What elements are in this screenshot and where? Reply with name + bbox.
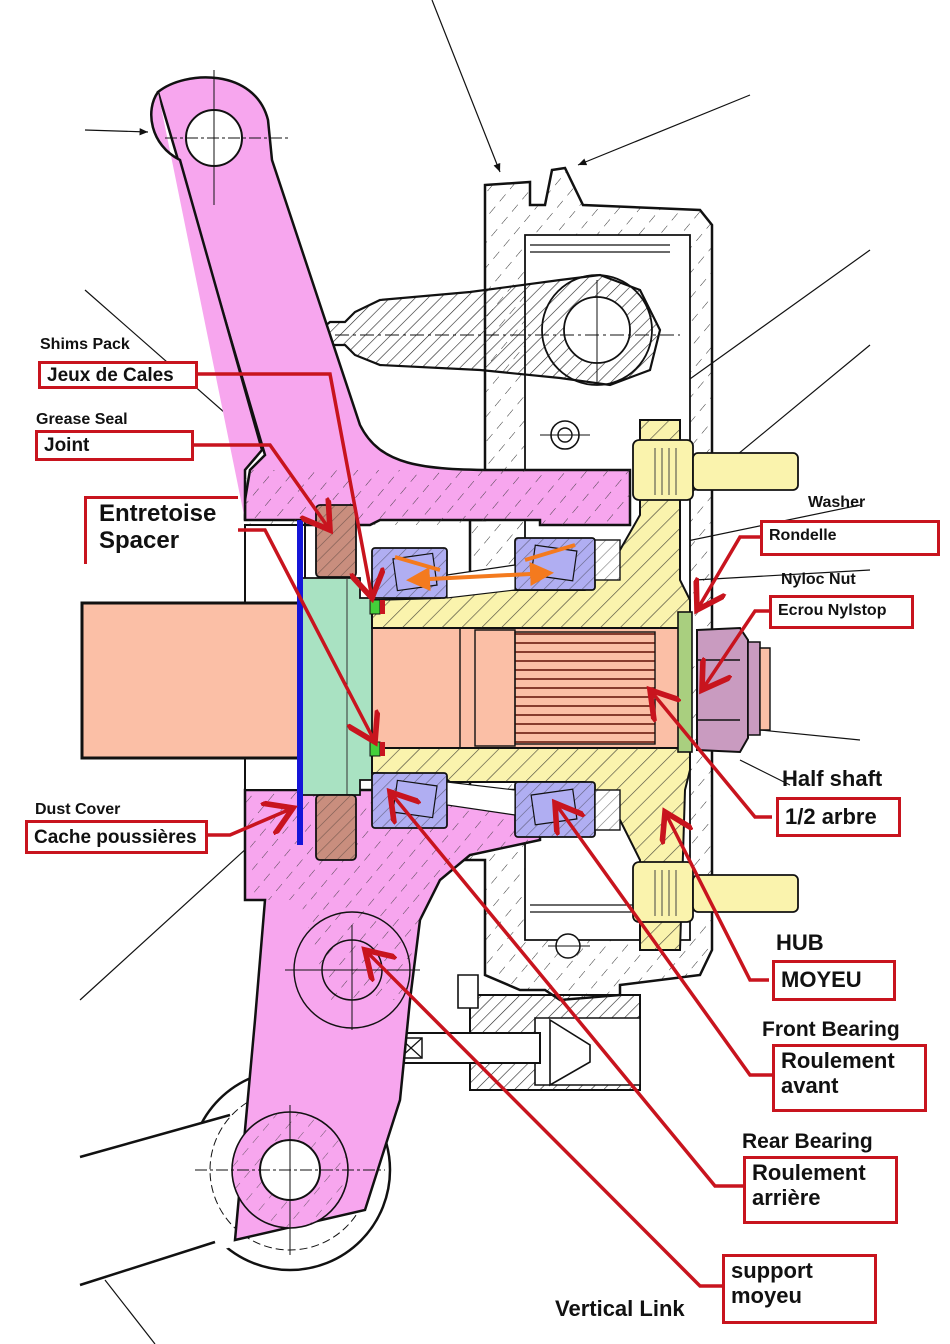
leader-front-bearing	[555, 803, 776, 1077]
leader-grease-seal	[193, 443, 330, 530]
nylstop-nut	[696, 626, 771, 754]
leader-vertical-link	[365, 950, 723, 1288]
label-grease-seal-fr: Joint	[35, 430, 194, 461]
brake-lower-adjuster	[394, 933, 641, 1091]
leader-half-shaft	[650, 690, 772, 819]
leader-hub	[665, 812, 769, 982]
label-shims-fr: Jeux de Cales	[38, 361, 198, 389]
label-front-bearing-fr-line2: avant	[781, 1072, 839, 1098]
label-rear-bearing-en: Rear Bearing	[742, 1130, 873, 1153]
leader-nylstop	[702, 609, 771, 690]
leader-shims	[197, 372, 372, 598]
leader-washer	[697, 535, 763, 610]
label-nyloc-nut-en: Nyloc Nut	[781, 571, 856, 588]
label-spacer-line2: Spacer	[99, 526, 180, 554]
leader-dust-cover	[207, 808, 293, 837]
brake-adjuster-cam	[310, 273, 680, 450]
half-shaft	[80, 601, 691, 760]
label-hub-en: HUB	[776, 930, 824, 955]
label-grease-seal-en: Grease Seal	[36, 411, 128, 428]
label-spacer: Entretoise Spacer	[84, 496, 238, 564]
washer	[677, 611, 693, 753]
label-washer-en: Washer	[808, 494, 866, 511]
label-spacer-line1: Entretoise	[99, 500, 217, 527]
leader-spacer	[236, 528, 375, 742]
label-front-bearing-fr-line1: Roulement	[781, 1048, 895, 1073]
label-half-shaft-fr: 1/2 arbre	[776, 797, 901, 837]
callout-leaders	[193, 372, 776, 1288]
label-vertical-link-fr-line1: support	[731, 1258, 813, 1283]
label-hub-fr: MOYEU	[772, 960, 896, 1001]
label-shims-en: Shims Pack	[40, 336, 130, 353]
label-rear-bearing-fr-line2: arrière	[752, 1184, 821, 1210]
label-dust-cover-fr: Cache poussières	[25, 820, 208, 854]
label-rear-bearing-fr-line1: Roulement	[752, 1160, 866, 1185]
label-washer-fr: Rondelle	[760, 520, 940, 556]
label-dust-cover-en: Dust Cover	[35, 801, 121, 818]
label-front-bearing-fr: Roulement avant	[772, 1044, 927, 1112]
label-half-shaft-en: Half shaft	[782, 766, 883, 791]
label-nyloc-nut-fr: Ecrou Nylstop	[769, 595, 914, 629]
label-vertical-link-fr-line2: moyeu	[731, 1282, 802, 1308]
grease-seal	[315, 504, 357, 861]
axial-play-indicator	[394, 543, 576, 591]
label-vertical-link-en: Vertical Link	[555, 1296, 685, 1321]
label-rear-bearing-fr: Roulement arrière	[743, 1156, 898, 1224]
leader-rear-bearing	[390, 792, 743, 1188]
spacer	[297, 577, 373, 796]
label-front-bearing-en: Front Bearing	[762, 1018, 900, 1041]
label-vertical-link-fr: support moyeu	[722, 1254, 877, 1324]
